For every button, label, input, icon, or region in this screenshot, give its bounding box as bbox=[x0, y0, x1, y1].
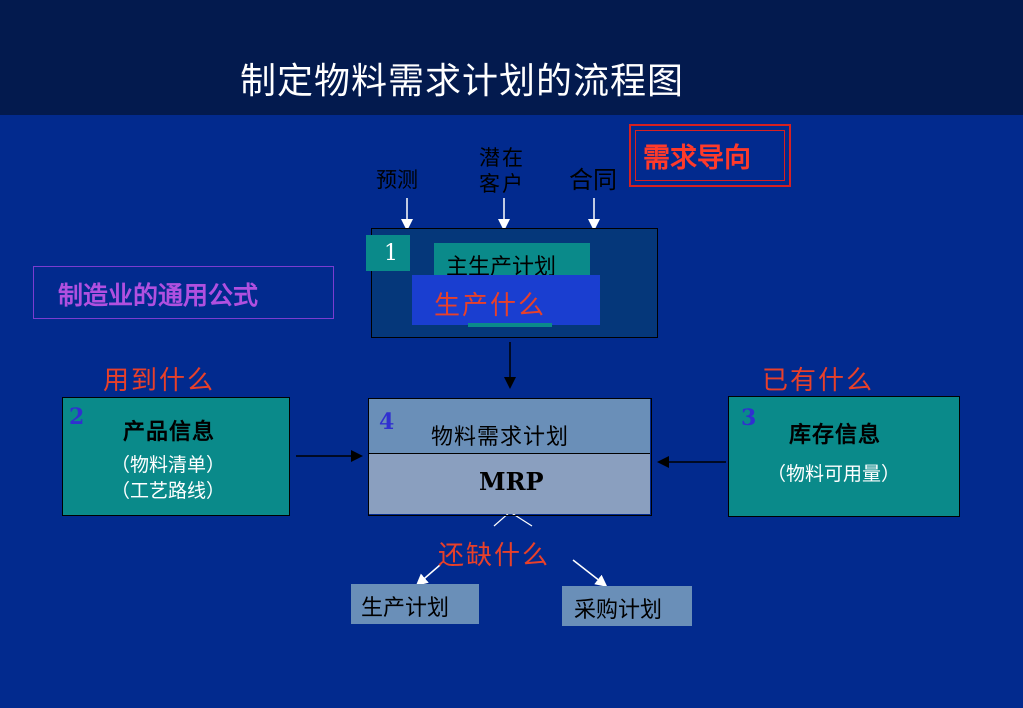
mps-number-tag: 1 bbox=[366, 235, 410, 271]
demand-oriented-label: 需求导向 bbox=[643, 143, 751, 174]
input-potential-line2: 客户 bbox=[479, 172, 525, 196]
input-contract: 合同 bbox=[569, 166, 617, 194]
mps-number: 1 bbox=[384, 241, 398, 266]
production-plan-box: 生产计划 bbox=[351, 584, 479, 624]
mrp-title: 物料需求计划 bbox=[431, 425, 570, 450]
demand-oriented-frame: 需求导向 bbox=[629, 124, 791, 187]
inventory-box: 3 库存信息 （物料可用量） bbox=[728, 396, 960, 517]
inventory-line1: （物料可用量） bbox=[767, 463, 901, 485]
product-info-title: 产品信息 bbox=[123, 419, 216, 445]
mrp-box: 4 物料需求计划 MRP bbox=[368, 398, 652, 516]
input-potential-line1: 潜在 bbox=[479, 146, 525, 170]
mrp-split-right bbox=[509, 511, 533, 527]
mrp-number: 4 bbox=[379, 409, 395, 435]
arrow-to-purchase-plan bbox=[572, 559, 608, 587]
formula-box: 制造业的通用公式 bbox=[33, 266, 334, 319]
mrp-split-left bbox=[493, 511, 511, 527]
lacking-label: 还缺什么 bbox=[438, 541, 551, 571]
page-title: 制定物料需求计划的流程图 bbox=[240, 61, 685, 102]
product-info-line1: （物料清单） bbox=[111, 454, 226, 476]
formula-label: 制造业的通用公式 bbox=[58, 281, 259, 310]
product-info-line2: （工艺路线） bbox=[111, 480, 226, 502]
purchase-plan-box: 采购计划 bbox=[562, 586, 692, 626]
title-bar bbox=[0, 0, 1023, 115]
purchase-plan-label: 采购计划 bbox=[574, 598, 663, 623]
production-plan-label: 生产计划 bbox=[361, 596, 450, 621]
mps-box: 1 主生产计划 生产什么 bbox=[366, 228, 658, 338]
mrp-abbr: MRP bbox=[479, 467, 544, 496]
inventory-title: 库存信息 bbox=[789, 422, 882, 448]
product-info-number: 2 bbox=[69, 404, 85, 430]
input-forecast: 预测 bbox=[376, 168, 418, 192]
used-label: 用到什么 bbox=[103, 366, 216, 396]
existing-label: 已有什么 bbox=[762, 366, 875, 396]
inventory-number: 3 bbox=[741, 405, 757, 431]
product-info-box: 2 产品信息 （物料清单） （工艺路线） bbox=[62, 397, 290, 516]
mps-question: 生产什么 bbox=[434, 291, 547, 321]
arrow-to-production-plan bbox=[415, 564, 441, 586]
